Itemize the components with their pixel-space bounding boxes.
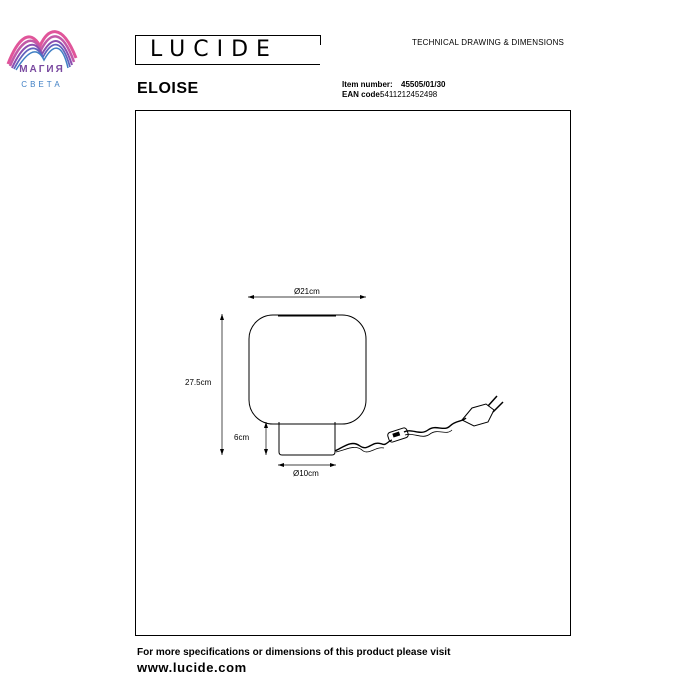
top-width-dimension <box>248 295 366 299</box>
document-type: TECHNICAL DRAWING & DIMENSIONS <box>412 38 565 47</box>
total-height-dimension <box>220 314 224 455</box>
footer-website-link[interactable]: www.lucide.com <box>137 660 247 675</box>
watermark-text: МАГИЯ <box>19 64 65 75</box>
glass-shade <box>248 314 367 425</box>
ean-code-value: 5411212452498 <box>380 90 438 99</box>
euro-plug <box>461 395 504 427</box>
watermark-logo-icon <box>6 30 78 71</box>
item-number-label: Item number: <box>342 80 393 89</box>
base-width-dimension <box>278 463 336 467</box>
watermark-subtext: СВЕТА <box>21 80 63 89</box>
inline-switch <box>387 427 409 443</box>
footer-note: For more specifications or dimensions of… <box>137 647 451 658</box>
base-height-label: 6cm <box>234 433 250 442</box>
brand-logo-frame <box>135 34 321 65</box>
base-diameter-label: Ø10cm <box>293 469 319 478</box>
total-height-label: 27.5cm <box>185 378 212 387</box>
item-number-value: 45505/01/30 <box>401 80 446 89</box>
brand-logo: LUCIDE <box>150 37 278 62</box>
base-height-dimension <box>264 422 268 455</box>
ean-code-label: EAN code: <box>342 90 383 99</box>
top-diameter-label: Ø21cm <box>294 287 320 296</box>
power-cord <box>334 417 467 452</box>
product-name: ELOISE <box>137 80 199 97</box>
cylindrical-base <box>278 422 336 456</box>
drawing-frame <box>135 110 571 636</box>
